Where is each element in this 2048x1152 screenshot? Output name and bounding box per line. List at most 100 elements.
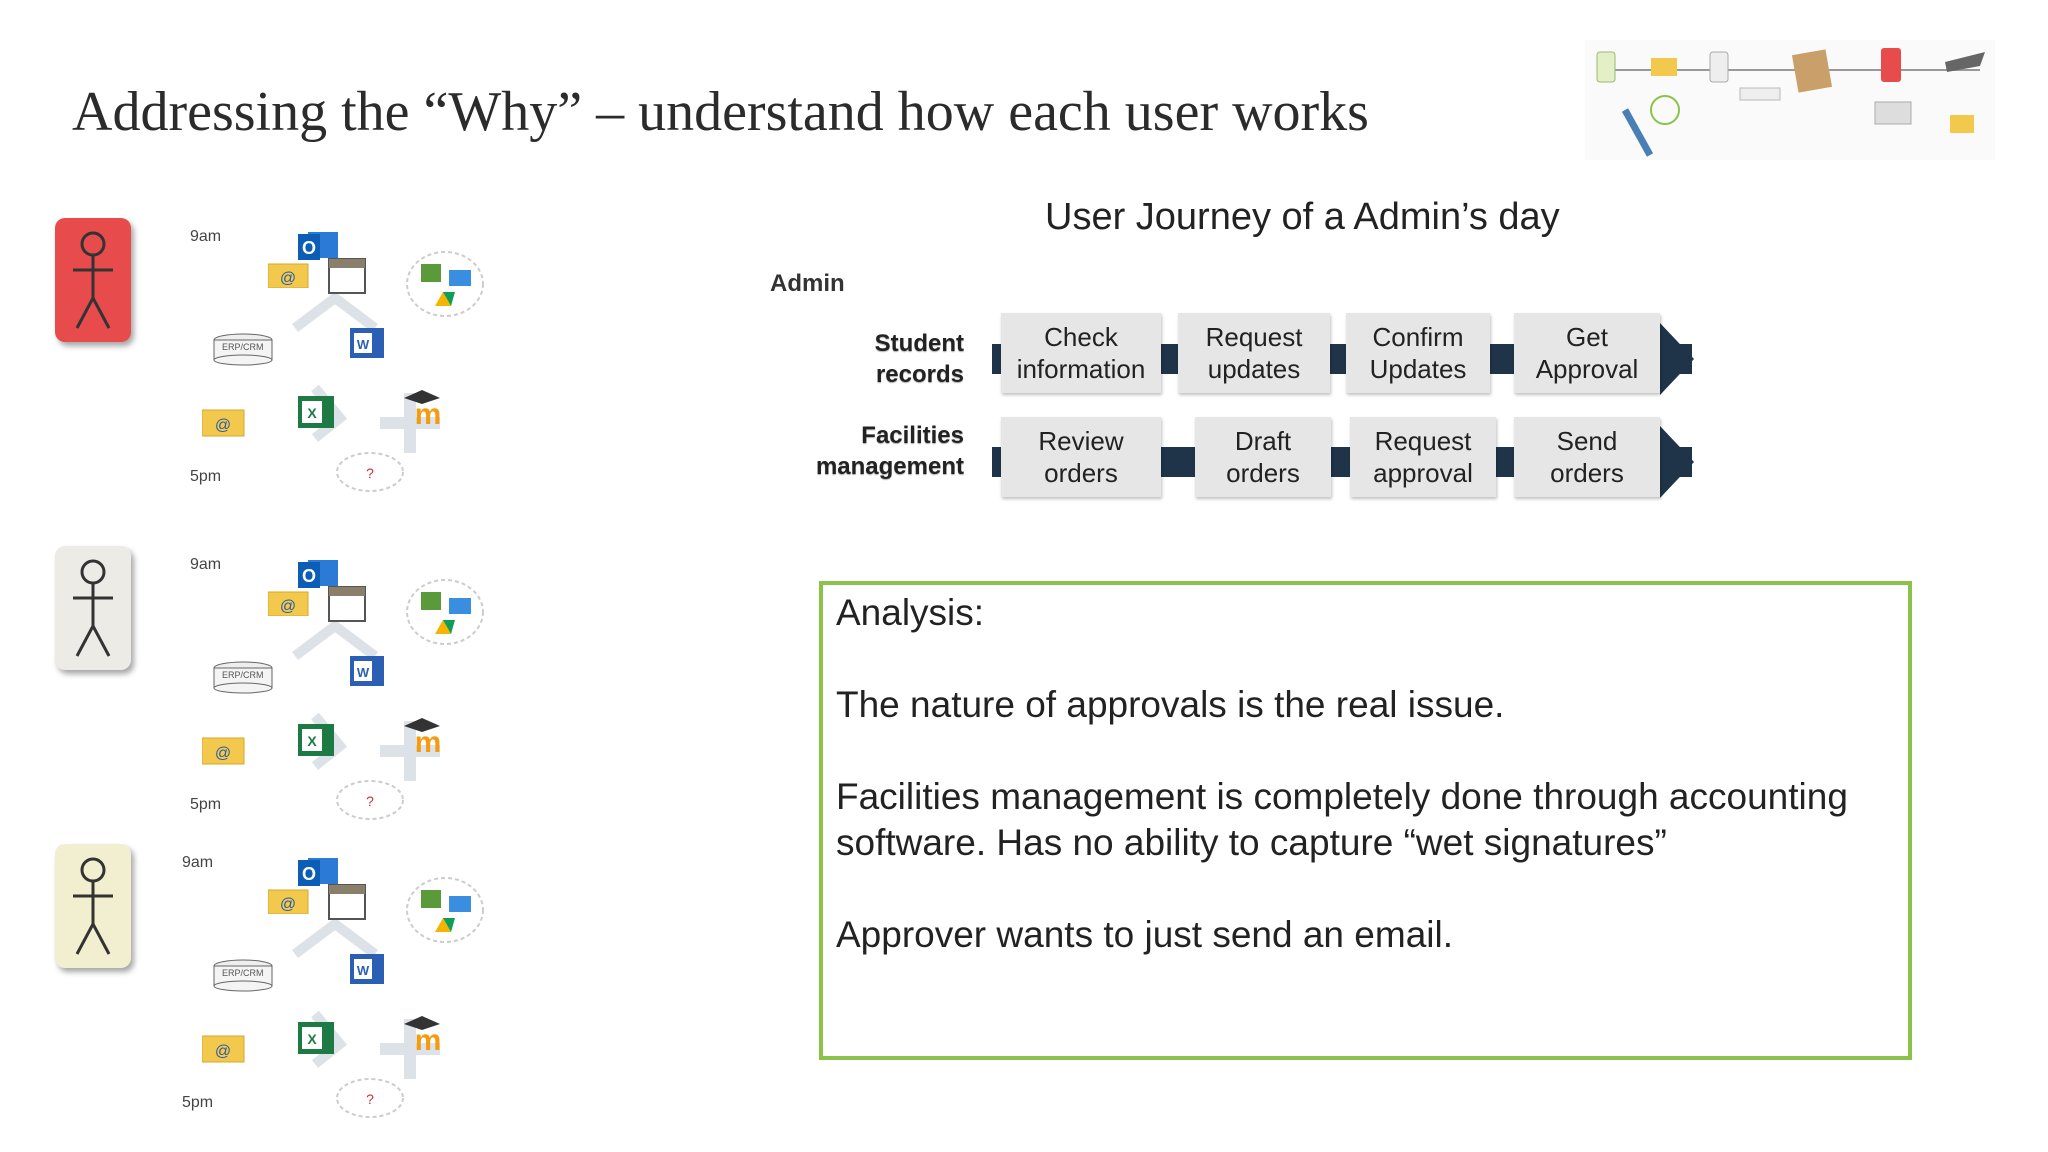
connector-arrows xyxy=(255,596,445,801)
calendar-icon xyxy=(328,586,366,622)
database-erp-icon xyxy=(212,958,274,992)
email-icon: @ xyxy=(201,734,246,766)
day-end-time: 5pm xyxy=(182,1094,214,1111)
calendar-icon xyxy=(328,884,366,920)
email-icon: @ xyxy=(267,258,310,289)
outlook-icon: O xyxy=(298,556,340,592)
svg-text:X: X xyxy=(307,405,317,421)
excel-icon: X xyxy=(298,724,334,756)
step-text: Request xyxy=(1205,322,1303,352)
step-text: Review xyxy=(1038,426,1124,456)
erp-label: ERP/CRM xyxy=(222,968,264,978)
journey-title: User Journey of a Admin’s day xyxy=(1045,196,1560,238)
svg-text:W: W xyxy=(357,337,370,352)
persona-card xyxy=(55,546,131,670)
connector-arrows xyxy=(255,894,445,1099)
excel-icon: X xyxy=(298,1022,334,1054)
svg-text:?: ? xyxy=(366,793,374,809)
step-text: information xyxy=(1016,354,1146,384)
outlook-icon: O xyxy=(298,228,340,264)
outlook-icon: O xyxy=(298,854,340,890)
persona-card xyxy=(55,218,131,342)
outlook-glyph: O xyxy=(302,566,316,586)
lane-label-line: Facilities xyxy=(861,422,964,449)
svg-text:@: @ xyxy=(215,417,231,434)
cloud-storage-icon xyxy=(405,576,485,646)
step-text: approval xyxy=(1373,458,1473,488)
cloud-storage-icon xyxy=(405,248,485,318)
day-end-time: 5pm xyxy=(190,796,222,813)
svg-text:@: @ xyxy=(215,1043,231,1060)
excel-icon: X xyxy=(298,396,334,428)
step-text: Request xyxy=(1374,426,1472,456)
svg-text:?: ? xyxy=(366,465,374,481)
step-text: Confirm xyxy=(1372,322,1464,352)
stick-figure-icon xyxy=(73,857,113,955)
svg-text:W: W xyxy=(357,963,370,978)
svg-text:@: @ xyxy=(280,598,296,615)
persona-card xyxy=(55,844,131,968)
step-text: Draft xyxy=(1234,426,1292,456)
calendar-icon xyxy=(328,258,366,294)
workflow-thumbnail xyxy=(1585,40,1995,160)
step-text: Updates xyxy=(1369,354,1467,384)
unknown-tool-cloud-icon: ? xyxy=(335,450,405,494)
lane-arrow-head xyxy=(1660,426,1694,498)
svg-text:@: @ xyxy=(280,270,296,287)
role-label: Admin xyxy=(770,270,845,297)
outlook-glyph: O xyxy=(302,864,316,884)
svg-text:X: X xyxy=(307,733,317,749)
svg-text:m: m xyxy=(415,1024,442,1054)
step-text: orders xyxy=(1044,458,1118,488)
analysis-paragraph: Facilities management is completely done… xyxy=(836,776,1848,817)
lane-label-line: Student xyxy=(874,330,964,357)
day-start-time: 9am xyxy=(190,228,222,245)
word-icon: W xyxy=(350,328,384,358)
stick-figure-icon xyxy=(73,559,113,657)
svg-text:m: m xyxy=(415,726,442,756)
analysis-paragraph: Approver wants to just send an email. xyxy=(836,914,1453,955)
day-start-time: 9am xyxy=(190,556,222,573)
database-erp-icon xyxy=(212,660,274,694)
svg-text:m: m xyxy=(415,398,442,428)
outlook-glyph: O xyxy=(302,238,316,258)
step-text: Approval xyxy=(1535,354,1639,384)
analysis-paragraph: software. Has no ability to capture “wet… xyxy=(836,822,1667,863)
email-icon: @ xyxy=(201,406,246,438)
word-icon: W xyxy=(350,954,384,984)
analysis-paragraph: The nature of approvals is the real issu… xyxy=(836,684,1505,725)
email-icon: @ xyxy=(267,586,310,617)
cloud-storage-icon xyxy=(405,874,485,944)
svg-text:@: @ xyxy=(215,745,231,762)
moodle-icon: m xyxy=(400,388,452,431)
erp-label: ERP/CRM xyxy=(222,670,264,680)
analysis-box xyxy=(819,581,1912,1060)
svg-text:@: @ xyxy=(280,896,296,913)
step-text: Get xyxy=(1566,322,1608,352)
lane-label-line: management xyxy=(815,453,964,480)
erp-label: ERP/CRM xyxy=(222,342,264,352)
day-end-time: 5pm xyxy=(190,468,222,485)
unknown-tool-cloud-icon: ? xyxy=(335,1076,405,1120)
unknown-tool-cloud-icon: ? xyxy=(335,778,405,822)
svg-text:?: ? xyxy=(366,1091,374,1107)
email-icon: @ xyxy=(201,1032,246,1064)
step-text: Send xyxy=(1556,426,1618,456)
analysis-heading: Analysis: xyxy=(836,592,985,633)
database-erp-icon xyxy=(212,332,274,366)
slide-title: Addressing the “Why” – understand how ea… xyxy=(72,81,1369,143)
email-icon: @ xyxy=(267,884,310,915)
svg-text:W: W xyxy=(357,665,370,680)
svg-text:X: X xyxy=(307,1031,317,1047)
step-text: orders xyxy=(1550,458,1624,488)
word-icon: W xyxy=(350,656,384,686)
